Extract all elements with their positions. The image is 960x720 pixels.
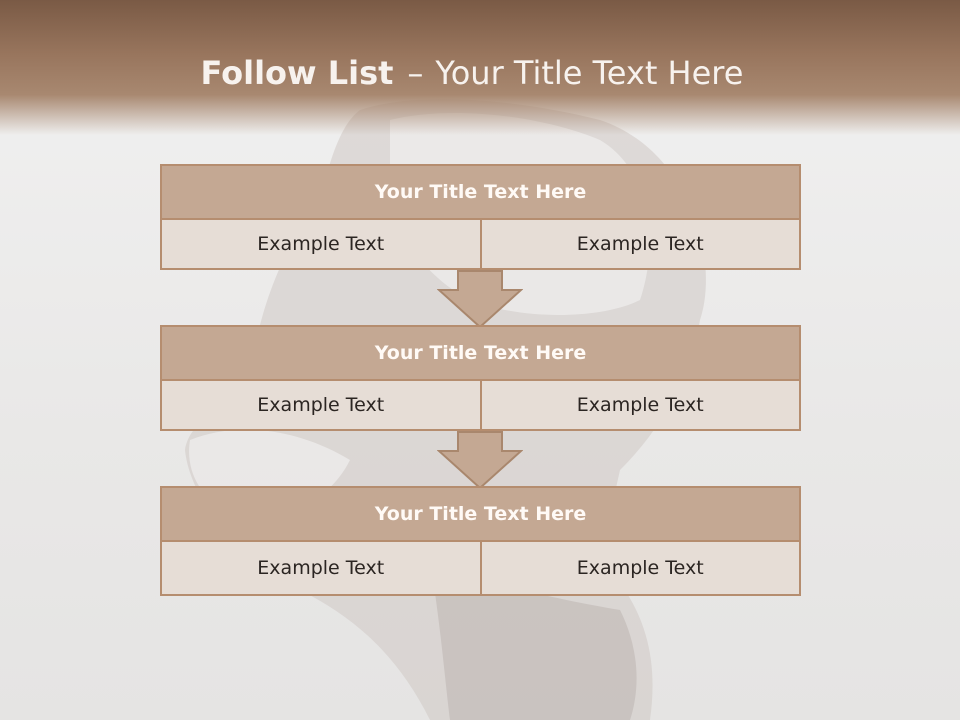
block-cell-left: Example Text (160, 220, 482, 270)
list-block-2: Your Title Text Here Example Text Exampl… (160, 325, 801, 431)
block-title: Your Title Text Here (160, 164, 801, 220)
block-title: Your Title Text Here (160, 486, 801, 542)
down-arrow-icon (437, 431, 523, 489)
block-cell-right: Example Text (481, 542, 801, 596)
block-cell-left: Example Text (160, 381, 482, 431)
block-row: Example Text Example Text (160, 381, 801, 431)
block-cell-right: Example Text (481, 381, 801, 431)
block-title: Your Title Text Here (160, 325, 801, 381)
slide-title: Follow List–Your Title Text Here (0, 54, 944, 92)
block-row: Example Text Example Text (160, 220, 801, 270)
block-row: Example Text Example Text (160, 542, 801, 596)
title-bold-text: Follow List (200, 54, 394, 92)
down-arrow-icon (437, 270, 523, 328)
block-cell-left: Example Text (160, 542, 482, 596)
title-rest-text: Your Title Text Here (435, 54, 744, 92)
list-block-3: Your Title Text Here Example Text Exampl… (160, 486, 801, 596)
title-separator: – (407, 54, 424, 92)
block-cell-right: Example Text (481, 220, 801, 270)
list-block-1: Your Title Text Here Example Text Exampl… (160, 164, 801, 270)
slide-header-band (0, 0, 960, 135)
